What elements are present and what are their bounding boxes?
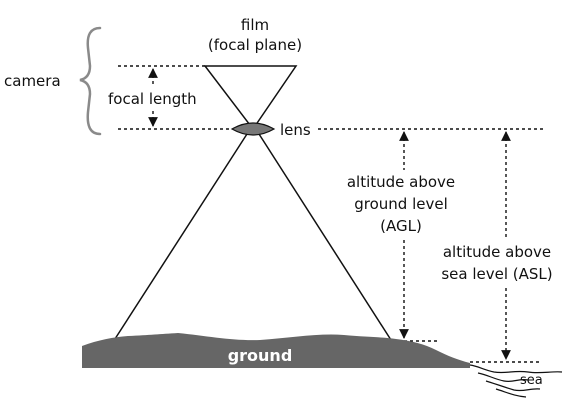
agl-label-backdrop xyxy=(340,170,462,238)
camera-label: camera xyxy=(4,72,61,90)
asl-label-backdrop xyxy=(432,240,562,288)
film-label: film xyxy=(241,16,269,34)
agl-label-line1: altitude above xyxy=(347,173,455,191)
ground-shape xyxy=(82,333,470,368)
lens-label: lens xyxy=(280,121,311,139)
agl-label-line2: ground level xyxy=(354,195,448,213)
camera-bracket xyxy=(79,26,102,136)
sea-waves xyxy=(469,364,563,398)
camera-cone xyxy=(203,65,298,131)
asl-label-line2: sea level (ASL) xyxy=(441,265,552,283)
focal-length-label: focal length xyxy=(108,90,197,108)
field-of-view-right-ray xyxy=(258,133,392,341)
asl-label-line1: altitude above xyxy=(443,243,551,261)
sea-label: sea xyxy=(520,373,543,388)
ground-label: ground xyxy=(228,346,293,365)
lens-shape xyxy=(230,122,276,136)
agl-label-line3: (AGL) xyxy=(380,217,422,235)
focal-length-label-backdrop xyxy=(106,86,212,110)
field-of-view-left-ray xyxy=(112,133,248,343)
focal-plane-label: (focal plane) xyxy=(208,36,302,54)
